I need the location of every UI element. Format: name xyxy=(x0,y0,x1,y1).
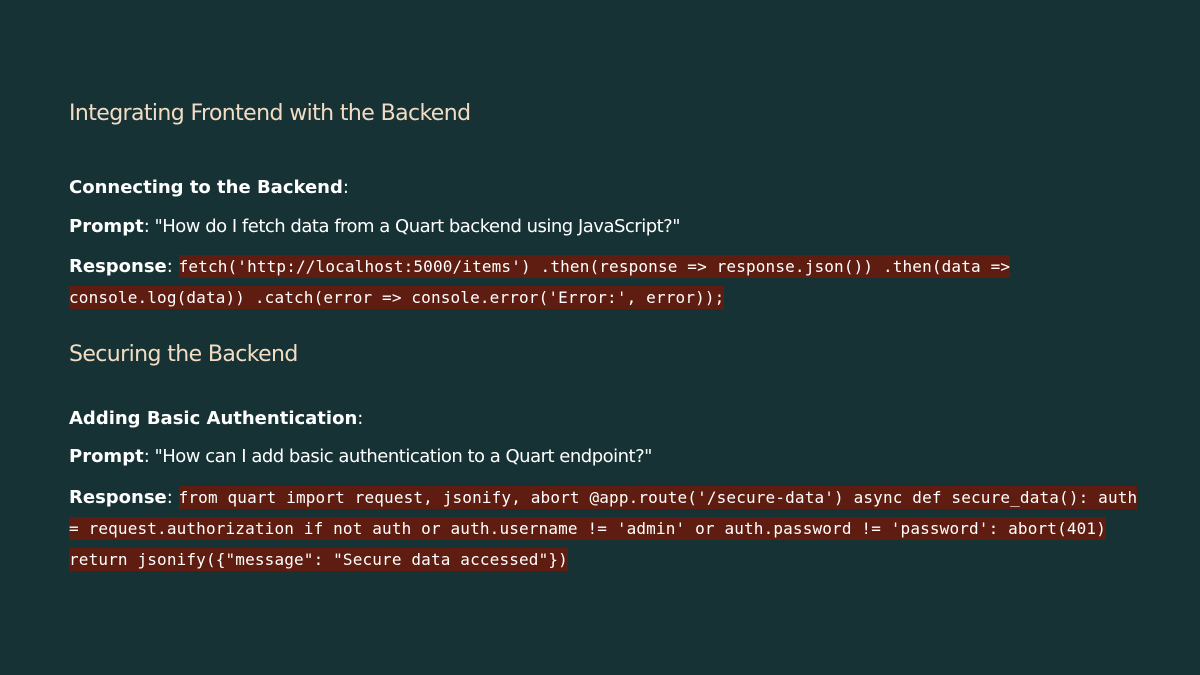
response-separator: : xyxy=(166,256,173,277)
response-label: Response xyxy=(69,256,167,277)
section-heading: Securing the Backend xyxy=(69,342,298,367)
prompt-label: Prompt xyxy=(69,216,144,237)
response-separator: : xyxy=(166,487,173,508)
topic-suffix: : xyxy=(357,408,363,429)
prompt-text: : "How do I fetch data from a Quart back… xyxy=(143,216,681,237)
topic-line: Adding Basic Authentication: xyxy=(69,408,363,429)
section-heading: Integrating Frontend with the Backend xyxy=(69,101,471,126)
topic-suffix: : xyxy=(342,177,349,198)
prompt-text: : "How can I add basic authentication to… xyxy=(143,446,653,467)
prompt-label: Prompt xyxy=(69,446,144,467)
prompt-line: Prompt: "How do I fetch data from a Quar… xyxy=(69,216,681,237)
response-label: Response xyxy=(69,487,167,508)
topic-title: Adding Basic Authentication xyxy=(69,408,358,429)
response-code: fetch('http://localhost:5000/items') .th… xyxy=(69,255,1011,309)
prompt-line: Prompt: "How can I add basic authenticat… xyxy=(69,446,652,467)
response-code: from quart import request, jsonify, abor… xyxy=(69,486,1138,571)
topic-title: Connecting to the Backend xyxy=(69,177,343,198)
response-block: Response: fetch('http://localhost:5000/i… xyxy=(69,251,1139,313)
topic-line: Connecting to the Backend: xyxy=(69,177,349,198)
response-block: Response: from quart import request, jso… xyxy=(69,482,1139,575)
